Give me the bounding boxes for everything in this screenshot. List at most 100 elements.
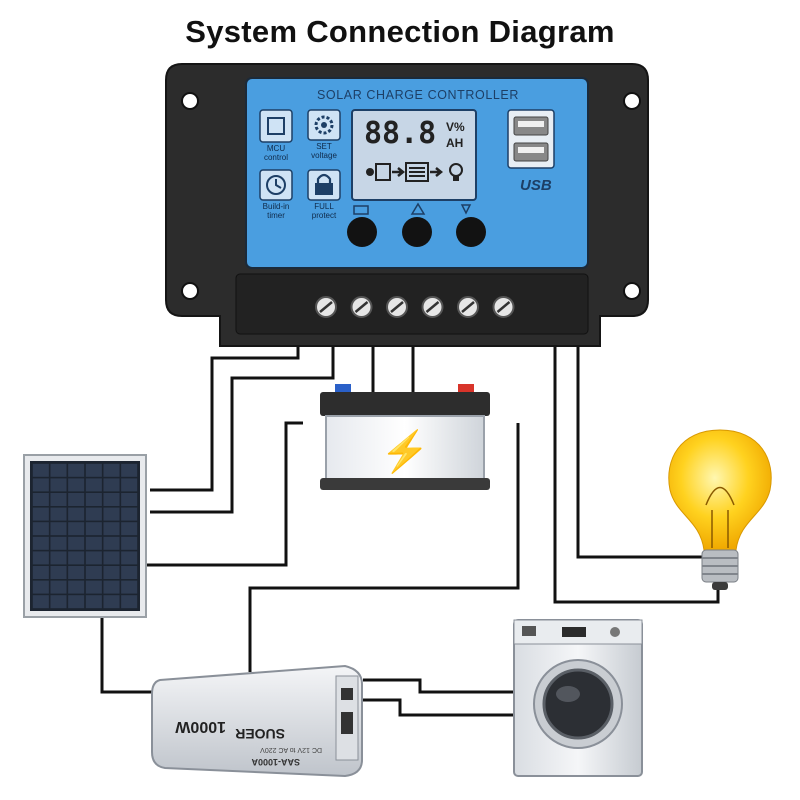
inverter-icon [151,664,363,778]
battery: ⚡ [320,384,490,490]
solar-cell [50,551,67,565]
inverter-wire-b [100,421,303,694]
sun-icon [366,168,374,176]
solar-cell [85,478,102,492]
solar-cell [32,536,49,550]
feature-mcu: MCU control [259,109,293,162]
lcd-digits: 88.8 [364,116,436,151]
solar-cell [103,566,120,579]
solar-cell [50,478,67,492]
solar-cell [85,522,102,536]
solar-cell [50,580,67,594]
solar-cell [68,507,85,521]
solar-cell [68,551,85,565]
solar-cell [68,595,85,609]
lamp-wire-b [553,345,720,604]
inverter-brand: SUOER [235,726,285,742]
inverter-wire-a [248,423,520,672]
solar-cell [68,536,85,550]
mount-hole [623,92,641,110]
solar-cell [50,522,67,536]
svg-text:control: control [264,153,288,162]
solar-cell [121,463,138,477]
triangle-icon [410,202,426,215]
solar-wire-negative [150,345,335,514]
controller-title: SOLAR CHARGE CONTROLLER [317,88,519,102]
solar-cell [103,493,120,506]
screw-slot [461,301,475,313]
solar-cell [50,493,67,506]
solar-cell [121,493,138,506]
solar-cell [85,463,102,477]
solar-cell [32,507,49,521]
solar-cell [68,522,85,536]
down-button[interactable] [456,217,486,247]
battery-top [320,392,490,416]
solar-cell [68,493,85,506]
solar-cell [85,536,102,550]
inverter: 1000W SUOER DC 12V to AC 220V SAA-1000A [151,664,363,778]
light-bulb [668,429,772,590]
solar-cell [50,566,67,579]
lock-icon [315,173,333,195]
solar-cell [121,536,138,550]
solar-wire-positive [150,345,300,492]
solar-cell [121,507,138,521]
feature-set-voltage: SET voltage [307,109,341,160]
svg-text:MCU: MCU [267,144,285,153]
svg-text:voltage: voltage [311,151,337,160]
solar-cell [50,536,67,550]
solar-cell [121,566,138,579]
solar-cell [50,507,67,521]
battery-body [325,415,485,481]
solar-panel [23,454,147,618]
solar-panel-icon [375,163,391,181]
lcd-unit-bottom: AH [446,136,463,150]
solar-cell [103,522,120,536]
settings-icon [460,204,472,215]
solar-cell [32,493,49,506]
solar-cell [68,478,85,492]
mount-hole [181,282,199,300]
lcd-unit-top: V% [446,120,465,134]
menu-button[interactable] [347,217,377,247]
solar-cell [32,551,49,565]
battery-icon [405,162,429,182]
appliance-wire-a [363,678,520,694]
inverter-model: SAA-1000A [251,757,300,767]
battery-icon: ⚡ [380,428,430,475]
up-button[interactable] [402,217,432,247]
solar-cell [85,595,102,609]
screw-slot [354,301,369,313]
solar-cell [85,566,102,579]
screw-slot [319,301,333,313]
feature-protect: FULL protect [307,169,341,220]
gear-icon [314,115,334,135]
solar-cell [121,580,138,594]
inverter-rating: 1000W [174,718,226,735]
light-bulb-icon [668,429,772,551]
solar-cell [32,522,49,536]
solar-cell [121,478,138,492]
battery-icon [353,205,369,215]
svg-text:protect: protect [312,211,337,220]
usb-label: USB [520,177,552,194]
solar-cell [32,463,49,477]
controller-buttons [347,202,486,247]
charge-controller: SOLAR CHARGE CONTROLLER MCU control SET … [165,63,649,347]
screw-slot [496,301,511,313]
solar-cell [32,478,49,492]
solar-cell [103,551,120,565]
solar-cell [50,595,67,609]
lcd-status-icons [366,162,463,182]
solar-cell [121,522,138,536]
diagram-title: System Connection Diagram [185,14,615,49]
arrow-right-icon [392,167,406,177]
solar-cell [85,551,102,565]
solar-cell [85,507,102,521]
svg-text:SET: SET [316,142,332,151]
terminal-block [235,273,589,335]
feature-timer: Build-in timer [259,169,293,220]
solar-cell [103,478,120,492]
usb-ports: USB [507,109,555,194]
